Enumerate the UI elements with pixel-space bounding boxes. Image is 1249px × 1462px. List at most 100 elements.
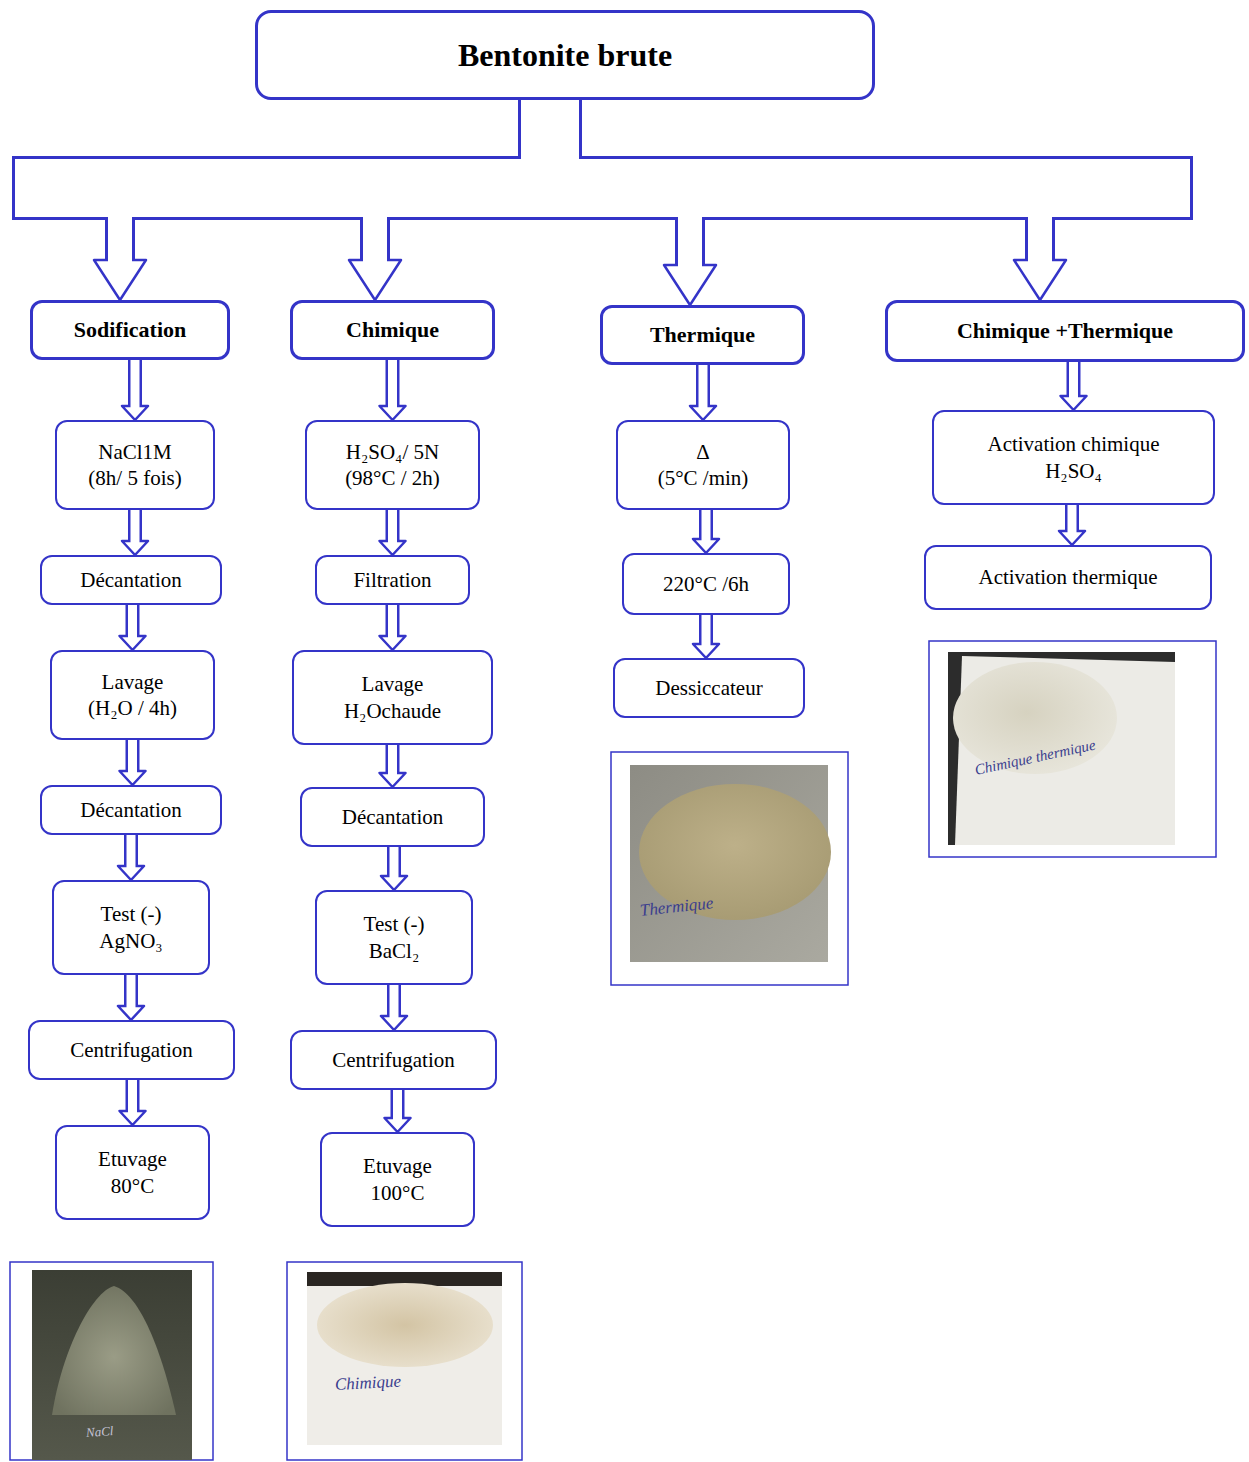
box-text: Sodification — [74, 316, 186, 344]
box-text: Décantation — [80, 797, 181, 823]
box-text: Δ (5°C /min) — [658, 439, 749, 492]
text-line: Test (-) — [364, 911, 425, 937]
connector-core — [550, 100, 1190, 188]
arrow-head — [94, 260, 146, 300]
hollow-arrow — [380, 745, 406, 787]
hollow-arrow — [120, 605, 146, 650]
sample-photo — [10, 1262, 213, 1460]
text-line: Etuvage — [98, 1146, 167, 1172]
text-line: Activation chimique — [987, 431, 1159, 457]
hollow-arrow — [381, 985, 407, 1030]
connector-core — [128, 605, 137, 638]
arrow-head — [690, 406, 716, 420]
arrow-head — [120, 636, 146, 650]
powder-pile — [639, 784, 831, 920]
step-box: Décantation — [300, 787, 485, 847]
text-line: Lavage — [344, 671, 441, 697]
hollow-arrow — [693, 510, 719, 553]
method-box: Thermique — [600, 305, 805, 365]
hollow-arrow — [12, 100, 550, 300]
arrow-head — [118, 1006, 144, 1020]
method-box: Sodification — [30, 300, 230, 360]
box-text: Filtration — [353, 567, 431, 593]
box-text: Thermique — [650, 321, 755, 349]
sample-photo — [611, 752, 848, 985]
text-line: 100°C — [363, 1180, 432, 1206]
hollow-arrow — [118, 835, 144, 880]
step-box: Δ (5°C /min) — [616, 420, 790, 510]
hollow-arrow — [380, 605, 406, 650]
step-box: Test (-) BaCl₂ — [315, 890, 473, 985]
root-box: Bentonite brute — [255, 10, 875, 100]
connector-core — [15, 100, 550, 188]
box-text: Centrifugation — [332, 1047, 454, 1073]
arrow-head — [122, 406, 148, 420]
box-text: Décantation — [80, 567, 181, 593]
connector-core — [702, 615, 711, 646]
arrow-head — [693, 539, 719, 553]
step-box: Etuvage 80°C — [55, 1125, 210, 1220]
powder-pile — [317, 1283, 493, 1367]
step-box: Centrifugation — [28, 1020, 235, 1080]
hollow-arrow — [381, 847, 407, 890]
hollow-arrow — [12, 100, 550, 300]
hollow-arrow — [1059, 505, 1085, 545]
hollow-arrow — [690, 365, 716, 420]
step-box: Filtration — [315, 555, 470, 605]
hollow-arrow — [120, 1080, 146, 1125]
powder-pile — [52, 1286, 176, 1415]
photo-ground — [948, 652, 1175, 845]
connector-core — [702, 510, 711, 541]
step-box: Décantation — [40, 555, 222, 605]
connector-core — [390, 985, 399, 1018]
arrow-head — [664, 265, 716, 305]
hollow-arrow — [122, 360, 148, 420]
hollow-arrow — [693, 615, 719, 658]
box-text: Test (-) BaCl₂ — [364, 911, 425, 964]
connector-core — [388, 360, 397, 408]
arrow-head — [120, 771, 146, 785]
text-line: (98°C / 2h) — [345, 465, 440, 491]
arrow-head — [381, 876, 407, 890]
photo-frame — [10, 1262, 213, 1460]
step-box: Centrifugation — [290, 1030, 497, 1090]
arrow-head — [380, 773, 406, 787]
hollow-arrow — [550, 100, 1193, 305]
connector-core — [388, 605, 397, 638]
arrow-head — [122, 541, 148, 555]
step-box: H₂SO₄/ 5N (98°C / 2h) — [305, 420, 480, 510]
box-text: Bentonite brute — [458, 35, 672, 75]
arrow-head — [380, 406, 406, 420]
box-text: Centrifugation — [70, 1037, 192, 1063]
text-line: Etuvage — [363, 1153, 432, 1179]
text-line: AgNO₃ — [99, 928, 162, 954]
box-text: Etuvage 80°C — [98, 1146, 167, 1199]
text-line: (H₂O / 4h) — [88, 695, 177, 721]
connector-core — [128, 1080, 137, 1113]
photo-caption: Chimique — [335, 1373, 402, 1395]
hollow-arrow — [1061, 362, 1087, 410]
text-line: Lavage — [88, 669, 177, 695]
sample-photo — [929, 641, 1216, 857]
box-text: Chimique — [346, 316, 439, 344]
photo-ground — [32, 1270, 192, 1460]
box-text: Etuvage 100°C — [363, 1153, 432, 1206]
connector-cores — [15, 100, 1190, 1120]
text-line: Test (-) — [99, 901, 162, 927]
arrow-head — [380, 636, 406, 650]
step-box: 220°C /6h — [622, 553, 790, 615]
arrow-head — [693, 644, 719, 658]
box-text: Décantation — [342, 804, 443, 830]
arrow-head — [1014, 260, 1066, 300]
connector-core — [1028, 188, 1052, 262]
box-text: Test (-) AgNO₃ — [99, 901, 162, 954]
box-text: 220°C /6h — [663, 571, 749, 597]
box-text: Activation chimique H₂SO₄ — [987, 431, 1159, 484]
arrow-head — [1059, 531, 1085, 545]
hollow-arrow — [380, 360, 406, 420]
photo-caption: Chimique thermique — [973, 737, 1097, 779]
connectors — [12, 100, 1193, 1132]
connector-core — [1068, 505, 1077, 533]
arrow-shaft — [12, 100, 550, 188]
